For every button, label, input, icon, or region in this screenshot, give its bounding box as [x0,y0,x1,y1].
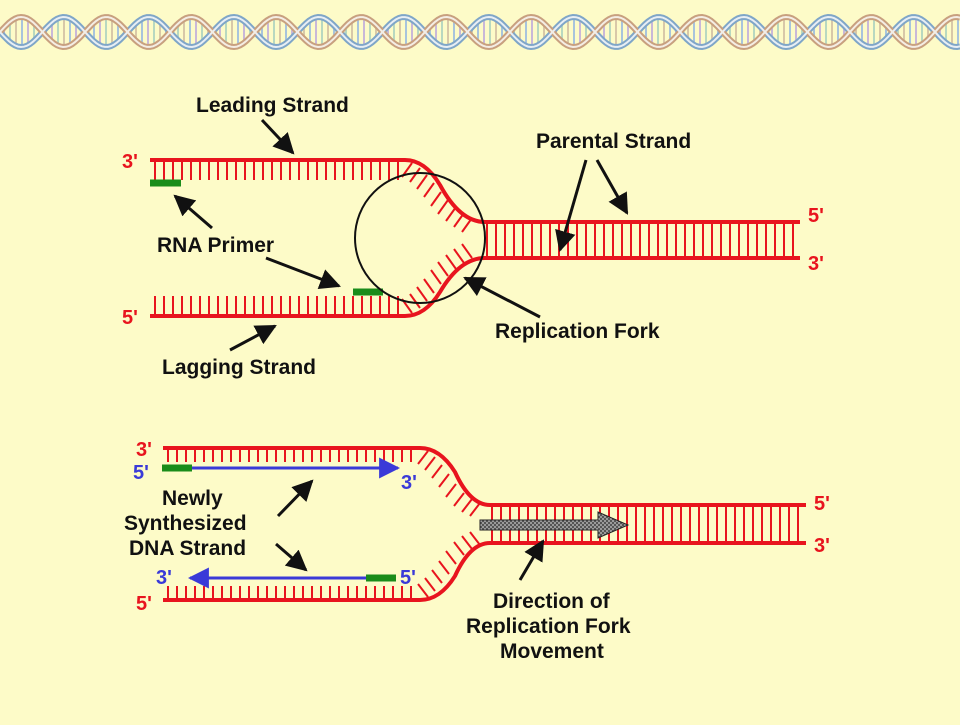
fork-rung [453,248,465,264]
dna-helix-icon [0,13,960,51]
bottom-fork-rung [445,483,457,498]
top-fork-diagram: Leading Strand Parental Strand RNA Prime… [122,94,824,379]
fork-rung [423,278,435,294]
bottom-fork-rung [445,550,457,565]
rna-primer-label: RNA Primer [157,234,274,257]
fork-rung [409,167,421,183]
lagging-strand-arrow [229,324,277,352]
fork-rung [445,254,457,270]
bottom-fork-rung [431,569,443,584]
bottom-fork-rung [453,492,465,507]
primer-arrow-2 [265,256,341,290]
primer-arrow-1 [173,194,213,230]
top-end-5prime-left: 5' [122,307,138,329]
direction-label-2: Replication Fork [466,615,631,638]
newly-label-1: Newly [162,487,223,510]
replication-fork-label: Replication Fork [495,320,660,343]
top-end-3prime-right: 3' [808,253,824,275]
bottom-fork-rung [424,456,436,471]
newly-label-2: Synthesized [124,512,247,535]
fork-rung [445,206,457,222]
newly-arrow-1 [276,479,314,518]
replication-fork-circle [354,172,486,304]
top-leading-backbone [150,158,800,224]
helix-highlight [0,15,960,49]
bottom-fork-diagram: Newly Synthesized DNA Strand Direction o… [124,439,830,663]
top-end-3prime-left: 3' [122,151,138,173]
parental-arrow-1 [555,159,588,253]
bottom-fork-rung [469,531,481,546]
bottom-end-3prime-left: 3' [136,439,152,461]
parental-arrow-2 [595,159,629,215]
fork-movement-arrow [479,511,630,539]
newly-arrow-2 [275,542,308,572]
top-lagging-backbone [150,256,800,318]
bottom-fork-rung [453,541,465,556]
bottom-top-backbone [163,446,806,507]
bottom-end-3prime-right: 3' [814,535,830,557]
bottom-end-3prime-blue-left: 3' [156,567,172,589]
bottom-fork-rung [438,560,450,575]
bottom-fork-rung [461,498,473,513]
bottom-bottom-backbone [163,541,806,602]
fork-rung [461,217,473,233]
bottom-end-5prime-left: 5' [136,593,152,615]
top-end-5prime-right: 5' [808,205,824,227]
lagging-strand-label: Lagging Strand [162,356,316,379]
leading-strand-arrow [260,118,295,155]
fork-rung [453,212,465,228]
fork-rung [430,191,442,207]
bottom-fork-rung [431,464,443,479]
direction-label-3: Movement [500,640,604,663]
fork-rung [437,261,449,277]
bottom-fork-rung [438,473,450,488]
direction-label-1: Direction of [493,590,611,613]
fork-rung [409,293,421,309]
direction-arrow [518,539,545,581]
fork-rung [423,182,435,198]
fork-rung [430,269,442,285]
bottom-end-5prime-blue-primer: 5' [400,567,416,589]
fork-rung [416,286,428,302]
parental-strand-label: Parental Strand [536,130,691,153]
bottom-fork-rung [417,450,429,465]
bottom-end-5prime-blue-left: 5' [133,462,149,484]
bottom-fork-rung [424,577,436,592]
newly-label-3: DNA Strand [129,537,246,560]
fork-rung [461,243,473,259]
bottom-fork-rung [417,583,429,598]
fork-arrow [463,276,541,319]
bottom-end-3prime-blue-arrow: 3' [401,472,417,494]
helix-highlight [0,15,960,49]
bottom-end-5prime-right: 5' [814,493,830,515]
fork-rung [437,199,449,215]
leading-strand-label: Leading Strand [196,94,349,117]
bottom-fork-rung [461,535,473,550]
bottom-fork-rung [469,502,481,517]
fork-rung [416,174,428,190]
